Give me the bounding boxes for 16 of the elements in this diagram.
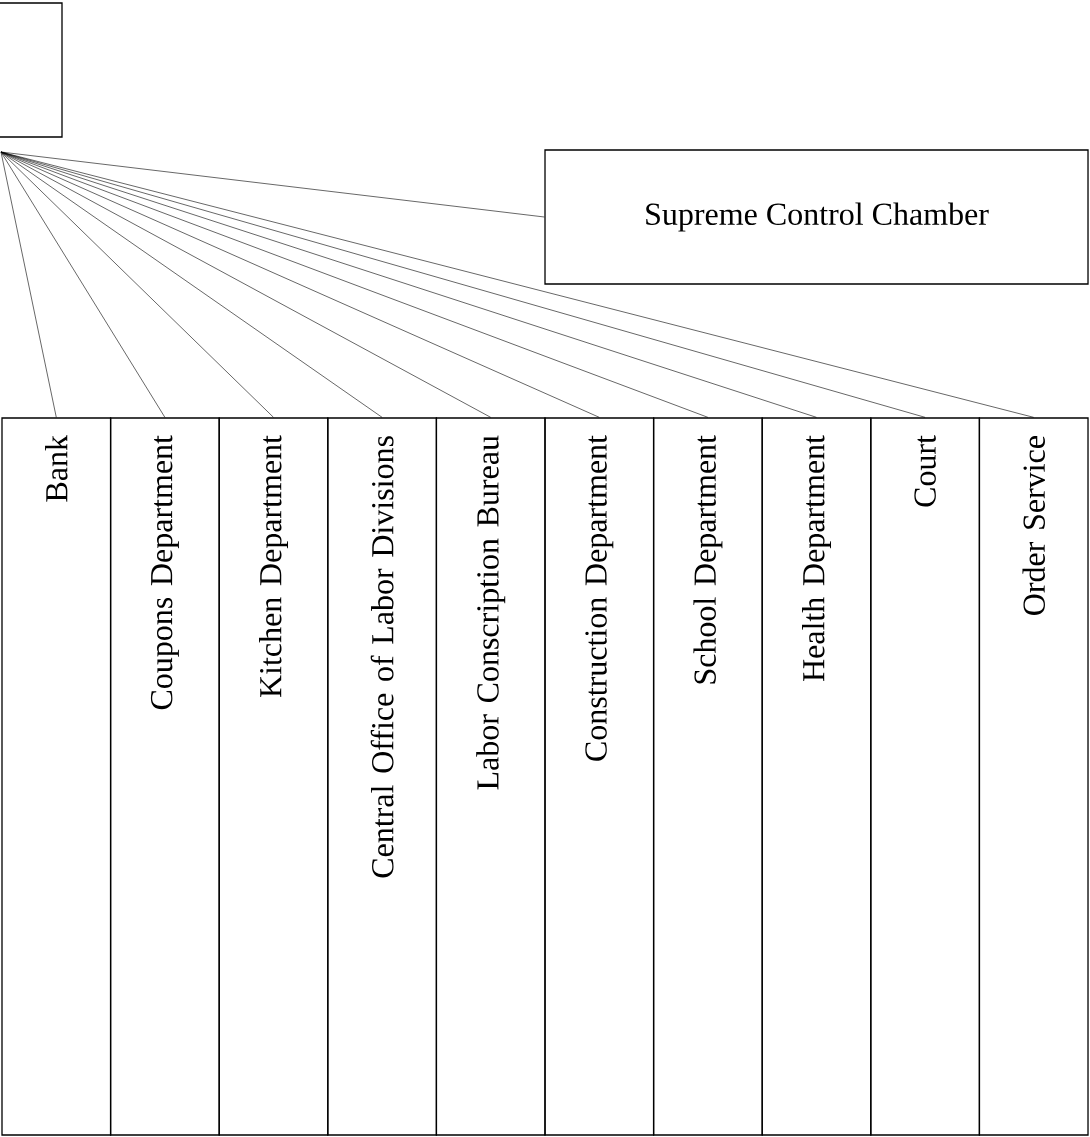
department-column: School Department <box>652 417 763 1136</box>
department-column: Central Office of Labor Divisions <box>327 417 438 1136</box>
connector-line <box>0 151 166 418</box>
empty-box <box>0 2 63 138</box>
department-column: Health Department <box>761 417 872 1136</box>
department-column: Order Service <box>978 417 1089 1136</box>
connector-line <box>0 151 383 418</box>
department-column: Labor Conscription Bureau <box>435 417 546 1136</box>
connector-line <box>0 151 491 418</box>
department-column: Bank <box>1 417 112 1136</box>
department-column: Construction Department <box>544 417 655 1136</box>
department-column: Kitchen Department <box>218 417 329 1136</box>
chamber-box: Supreme Control Chamber <box>544 149 1089 285</box>
department-column: Court <box>870 417 981 1136</box>
connector-line <box>0 151 57 418</box>
department-column: Coupons Department <box>109 417 220 1136</box>
